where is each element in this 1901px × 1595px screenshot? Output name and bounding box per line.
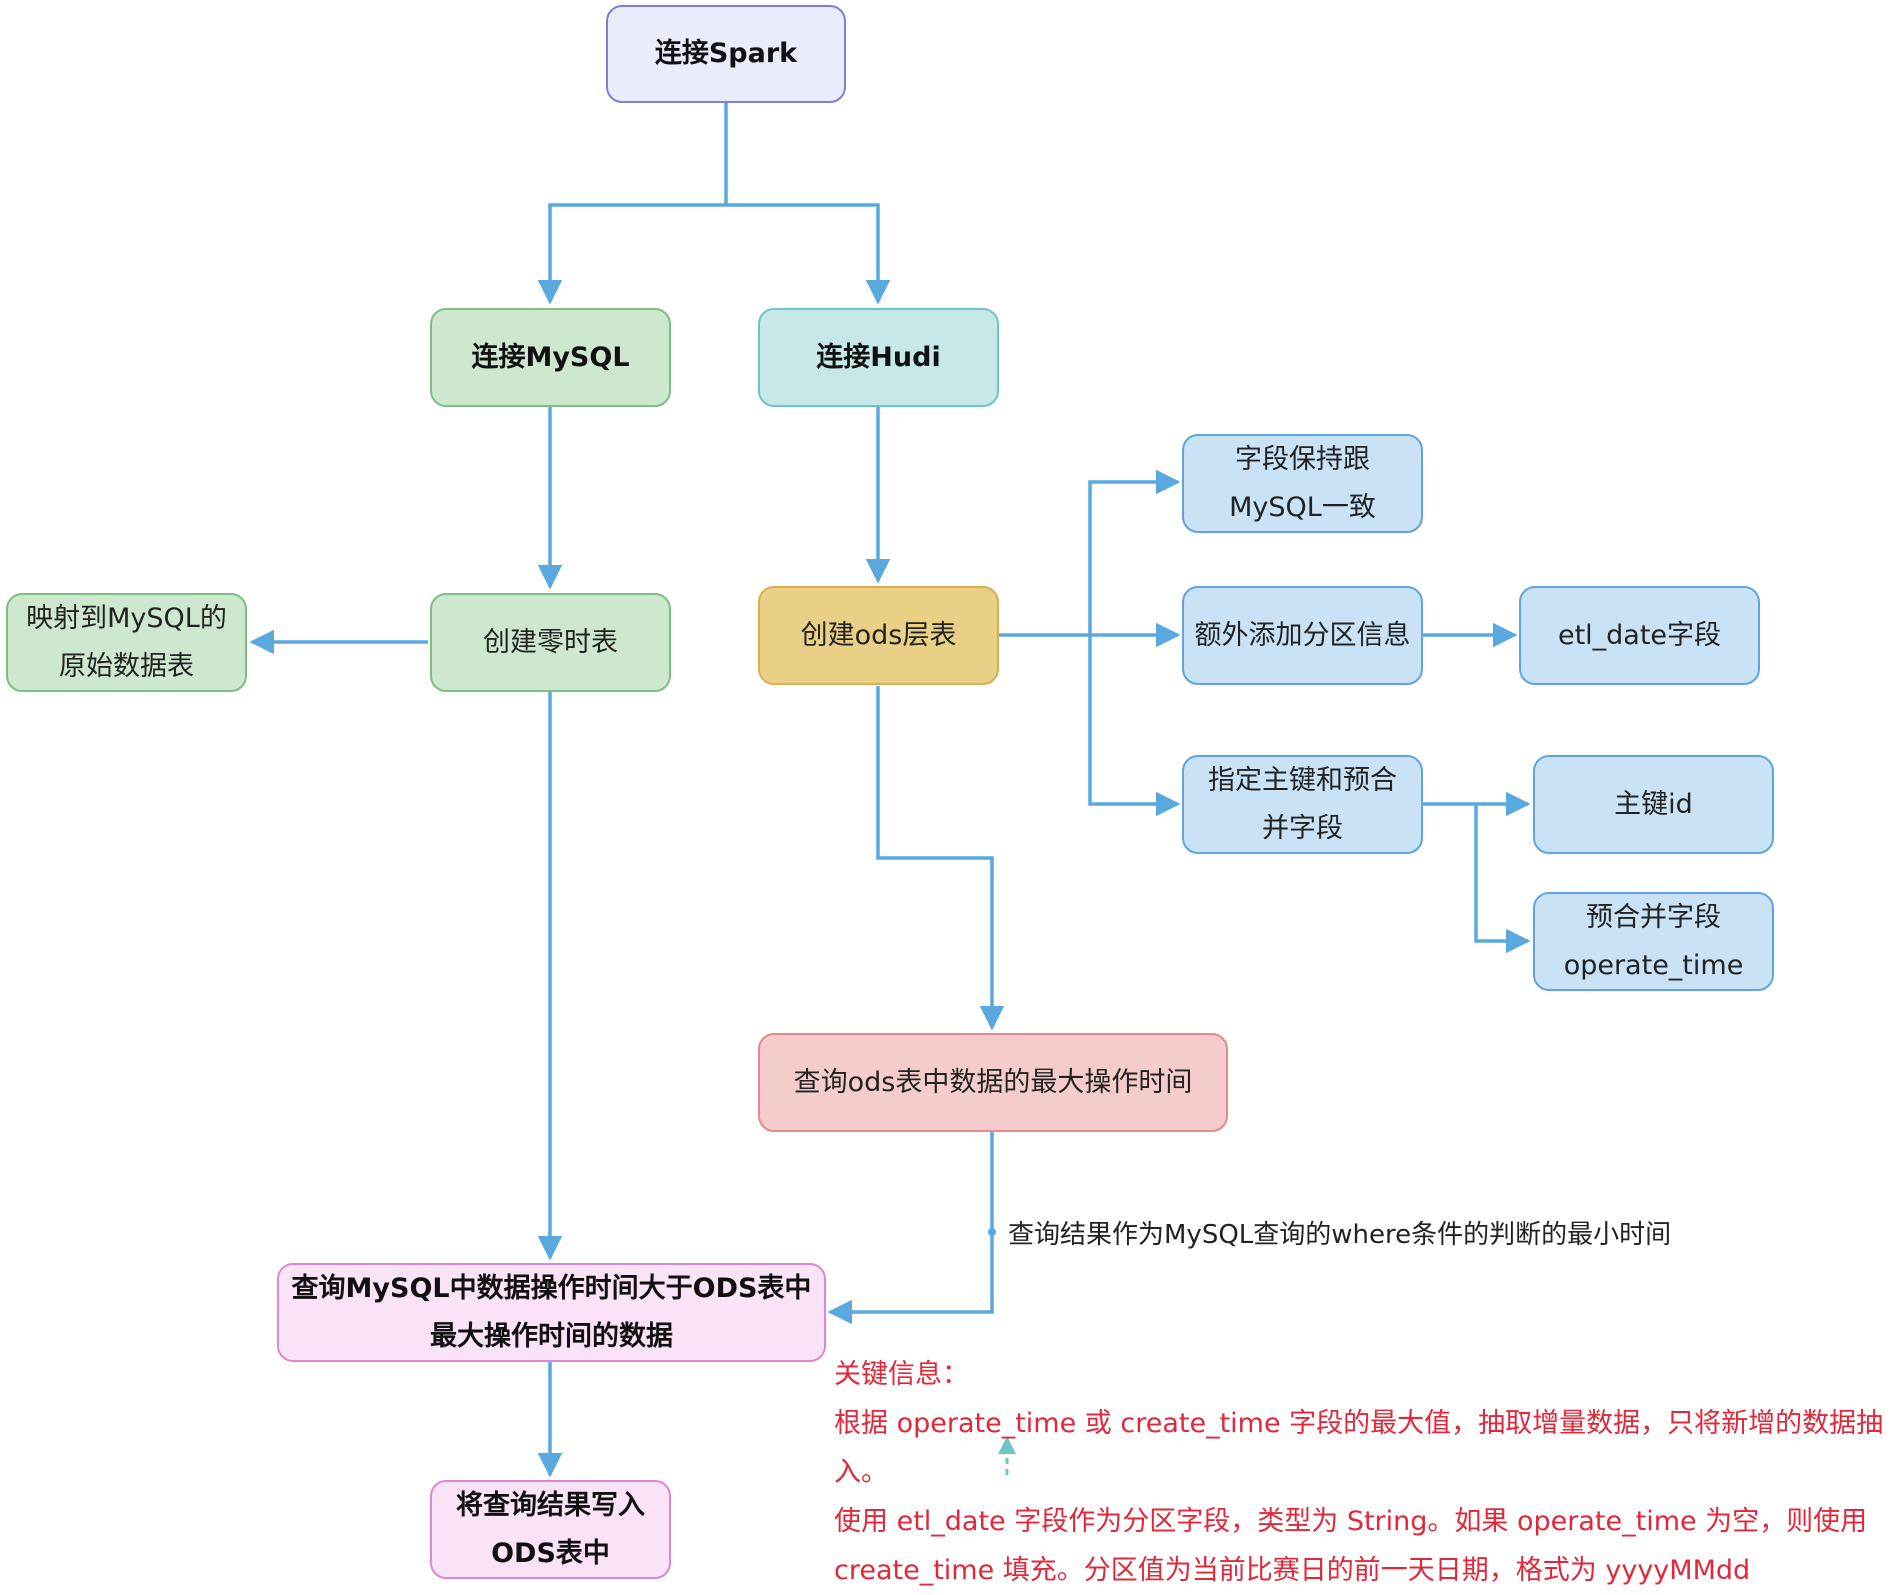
edge-spark-mysql xyxy=(537,203,726,305)
edge-ods-keys xyxy=(1088,635,1181,817)
edge-label-dot xyxy=(988,1228,996,1236)
edge-keys-precombine xyxy=(1474,804,1531,954)
node-query-mysql-incremental: 查询MySQL中数据操作时间大于ODS表中 最大操作时间的数据 xyxy=(277,1263,826,1362)
edge-ods-querymax xyxy=(876,686,1005,1031)
node-query-ods-max-time: 查询ods表中数据的最大操作时间 xyxy=(758,1033,1228,1132)
node-fields-same-as-mysql: 字段保持跟 MySQL一致 xyxy=(1182,434,1423,533)
node-primary-key-id: 主键id xyxy=(1533,755,1774,854)
node-connect-hudi: 连接Hudi xyxy=(758,308,999,407)
node-precombine-field: 预合并字段 operate_time xyxy=(1533,892,1774,991)
edge-label-where-condition: 查询结果作为MySQL查询的where条件的判断的最小时间 xyxy=(1008,1220,1672,1250)
node-create-ods-table: 创建ods层表 xyxy=(758,586,999,685)
node-primary-precombine-keys: 指定主键和预合 并字段 xyxy=(1182,755,1423,854)
notes-line-2: 使用 etl_date 字段作为分区字段，类型为 String。如果 opera… xyxy=(834,1506,1868,1586)
node-add-partition-info: 额外添加分区信息 xyxy=(1182,586,1423,685)
edge-querymax-querymysql xyxy=(827,1132,994,1325)
node-write-to-ods: 将查询结果写入 ODS表中 xyxy=(430,1480,671,1579)
edge-ods-fields xyxy=(1088,469,1181,635)
edge-spark-hudi xyxy=(726,203,891,305)
key-info-notes: 关键信息： 根据 operate_time 或 create_time 字段的最… xyxy=(834,1350,1894,1595)
notes-line-1: 根据 operate_time 或 create_time 字段的最大值，抽取增… xyxy=(834,1408,1884,1488)
node-connect-spark: 连接Spark xyxy=(606,5,846,103)
notes-title: 关键信息： xyxy=(834,1359,969,1390)
node-connect-mysql: 连接MySQL xyxy=(430,308,671,407)
node-create-temp-table: 创建零时表 xyxy=(430,593,671,692)
node-etl-date-field: etl_date字段 xyxy=(1519,586,1760,685)
node-mapping-mysql-table: 映射到MySQL的 原始数据表 xyxy=(6,593,247,692)
